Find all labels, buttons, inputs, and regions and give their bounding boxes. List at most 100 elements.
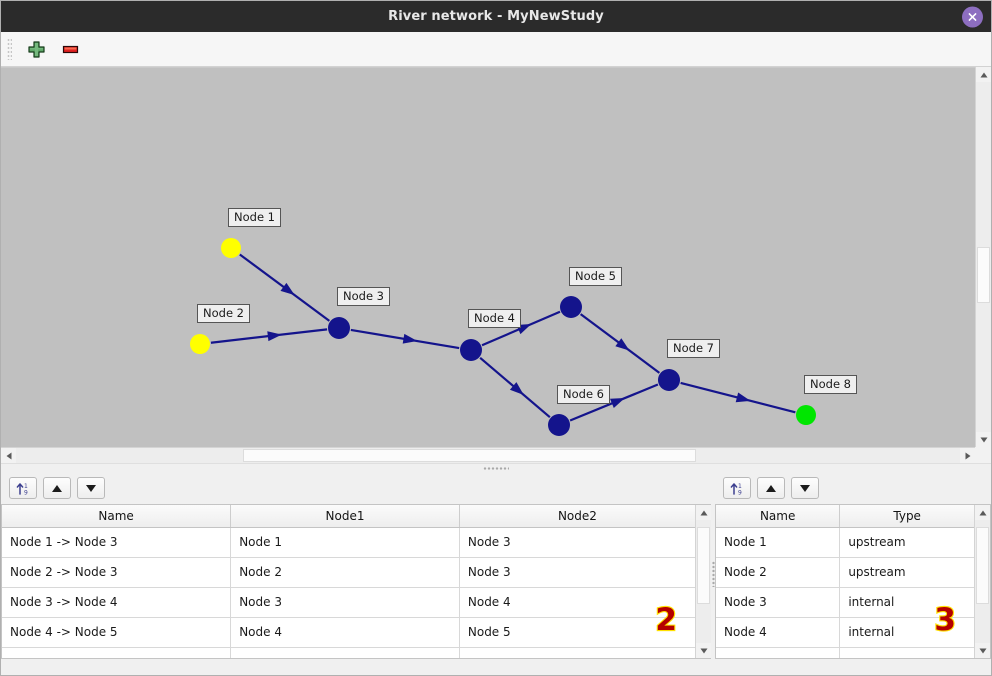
close-icon[interactable]: [962, 6, 983, 27]
reaches-toolbar: 1 9: [1, 472, 711, 504]
table-cell[interactable]: upstream: [839, 557, 974, 588]
network-canvas[interactable]: Node 1 Node 2 Node 3 Node 4 Node 5 Node 6 Node…: [1, 67, 975, 447]
table-cell[interactable]: Node 1: [230, 527, 460, 558]
diagram-vertical-scrollbar[interactable]: [975, 67, 991, 447]
nodes-sort-button[interactable]: 1 9: [723, 477, 751, 499]
table-cell[interactable]: Node 4: [716, 617, 841, 648]
diagram-node-node-7[interactable]: [658, 369, 680, 391]
reaches-vscroll-thumb[interactable]: [697, 527, 710, 604]
table-cell[interactable]: Node 2 -> Node 3: [2, 557, 232, 588]
diagram-node-label-node-7[interactable]: Node 7: [667, 339, 720, 359]
table-cell[interactable]: Node 4: [459, 587, 695, 618]
table-cell[interactable]: Node 1: [716, 527, 841, 558]
diagram-vscroll-track[interactable]: [976, 82, 991, 432]
diagram-horizontal-scrollbar[interactable]: [1, 447, 975, 463]
diagram-hscroll-thumb[interactable]: [242, 449, 696, 462]
table-cell[interactable]: Node 3: [459, 557, 695, 588]
table-cell[interactable]: Node 1 -> Node 3: [2, 527, 232, 558]
table-cell[interactable]: Node 3: [459, 527, 695, 558]
nodes-vscroll-thumb[interactable]: [976, 527, 989, 604]
vertical-splitter[interactable]: [711, 472, 715, 675]
scrollbar-corner: [975, 447, 991, 463]
column-header-node1[interactable]: Node1: [230, 505, 460, 528]
diagram-node-node-4[interactable]: [460, 339, 482, 361]
column-header-type[interactable]: Type: [839, 505, 974, 528]
nodes-move-up-button[interactable]: [757, 477, 785, 499]
nodes-vscroll-track[interactable]: [975, 520, 990, 643]
toolbar-grip[interactable]: [7, 38, 12, 60]
scroll-right-icon[interactable]: [960, 448, 975, 463]
diagram-node-label-node-8[interactable]: Node 8: [804, 375, 857, 395]
diagram-node-node-6[interactable]: [548, 414, 570, 436]
diagram-node-node-3[interactable]: [328, 317, 350, 339]
scroll-left-icon[interactable]: [1, 448, 16, 463]
edge-arrowhead-icon: [610, 398, 625, 408]
diagram-node-node-1[interactable]: [221, 238, 241, 258]
scroll-down-icon[interactable]: [976, 432, 991, 447]
diagram-node-node-5[interactable]: [560, 296, 582, 318]
reaches-move-down-button[interactable]: [77, 477, 105, 499]
reaches-sort-button[interactable]: 1 9: [9, 477, 37, 499]
table-cell[interactable]: Node 2: [230, 557, 460, 588]
column-header-name[interactable]: Name: [716, 505, 841, 528]
table-cell[interactable]: internal: [839, 617, 974, 648]
red-minus-icon[interactable]: [58, 37, 82, 61]
table-cell[interactable]: Node 2: [716, 557, 841, 588]
horizontal-splitter[interactable]: [1, 463, 991, 472]
table-cell-empty: [716, 647, 841, 658]
scroll-up-icon[interactable]: [975, 505, 990, 520]
column-header-name[interactable]: Name: [2, 505, 232, 528]
column-header-node2[interactable]: Node2: [459, 505, 695, 528]
nodes-move-down-button[interactable]: [791, 477, 819, 499]
edge-arrowhead-icon: [402, 333, 418, 344]
reaches-vertical-scrollbar[interactable]: [695, 505, 711, 658]
green-plus-icon[interactable]: [24, 37, 48, 61]
diagram-node-label-node-4[interactable]: Node 4: [468, 309, 521, 329]
table-cell[interactable]: Node 4 -> Node 5: [2, 617, 232, 648]
diagram-node-label-node-3[interactable]: Node 3: [337, 287, 390, 307]
reaches-vscroll-track[interactable]: [696, 520, 711, 643]
table-cell[interactable]: Node 3: [230, 587, 460, 618]
scroll-down-icon[interactable]: [975, 643, 990, 658]
svg-text:9: 9: [738, 489, 742, 496]
table-cell[interactable]: Node 4: [230, 617, 460, 648]
table-cell[interactable]: Node 3 -> Node 4: [2, 587, 232, 618]
nodes-vertical-scrollbar[interactable]: [974, 505, 990, 658]
scroll-up-icon[interactable]: [696, 505, 711, 520]
diagram-node-label-node-1[interactable]: Node 1: [228, 208, 281, 228]
diagram-hscroll-track[interactable]: [16, 448, 960, 463]
diagram-vscroll-thumb[interactable]: [977, 246, 990, 303]
diagram-node-node-2[interactable]: [190, 334, 210, 354]
reaches-move-up-button[interactable]: [43, 477, 71, 499]
table-cell[interactable]: Node 3: [716, 587, 841, 618]
table-cell[interactable]: upstream: [839, 527, 974, 558]
diagram-node-label-node-5[interactable]: Node 5: [569, 267, 622, 287]
table-cell[interactable]: Node 5: [459, 617, 695, 648]
table-row-empty[interactable]: [716, 647, 974, 658]
scroll-up-icon[interactable]: [976, 67, 991, 82]
scroll-down-icon[interactable]: [696, 643, 711, 658]
diagram-node-node-8[interactable]: [796, 405, 816, 425]
table-cell-empty: [2, 647, 232, 658]
table-row-empty[interactable]: [2, 647, 695, 658]
table-cell[interactable]: internal: [839, 587, 974, 618]
window-title: River network - MyNewStudy: [388, 9, 604, 24]
diagram-node-label-node-2[interactable]: Node 2: [197, 304, 250, 324]
diagram-node-label-node-6[interactable]: Node 6: [557, 385, 610, 405]
